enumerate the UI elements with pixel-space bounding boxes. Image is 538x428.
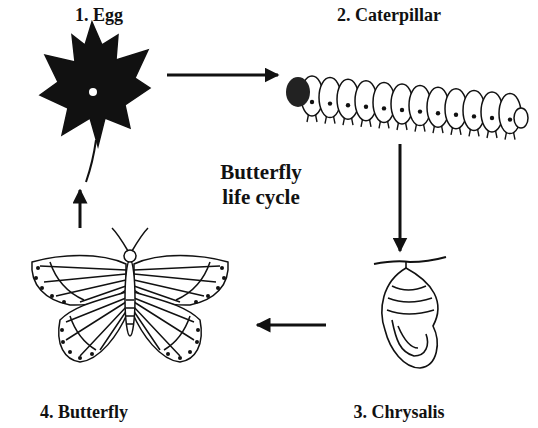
caterpillar-spot: [472, 114, 476, 118]
cycle-arrow: [399, 144, 402, 251]
stage-node: 3. Chrysalis: [330, 255, 468, 423]
caterpillar-spot: [490, 116, 494, 120]
caterpillar-spot: [310, 100, 314, 104]
stage-node: 4. Butterfly: [25, 232, 253, 423]
cycle-arrow: [79, 190, 82, 228]
caterpillar-spot: [328, 101, 332, 105]
stage-label: 3. Chrysalis: [330, 401, 468, 423]
butterfly-wings: [32, 256, 128, 363]
caterpillar: [286, 76, 528, 140]
stage-label: 1. Egg: [35, 4, 163, 26]
caterpillar-spot: [418, 109, 422, 113]
stage-node: 2. Caterpillar: [282, 4, 538, 140]
chrysalis-case: [382, 268, 438, 368]
butterfly-wings-mirror: [132, 256, 228, 363]
cycle-arrow: [257, 324, 326, 327]
caterpillar-spot: [382, 106, 386, 110]
leaf-with-egg: [40, 22, 150, 182]
caterpillar-spot: [436, 111, 440, 115]
wing-spots: [34, 266, 94, 360]
caterpillar-head: [286, 77, 310, 107]
chrysalis: [374, 257, 446, 368]
wing-case: [398, 326, 418, 348]
maple-leaf: [40, 22, 150, 146]
butterfly: [32, 228, 228, 362]
cycle-arrow: [167, 74, 278, 77]
caterpillar-spot: [346, 103, 350, 107]
chrysalis-band: [388, 298, 432, 302]
stage-node: 1. Egg: [35, 4, 163, 186]
diagram-title: Butterfly life cycle: [205, 160, 317, 210]
caterpillar-tail: [514, 108, 528, 128]
caterpillar-spot: [454, 113, 458, 117]
chrysalis-band: [387, 310, 434, 314]
stage-label: 4. Butterfly: [40, 401, 253, 423]
caterpillar-spot: [508, 117, 512, 121]
wing-vein: [40, 266, 127, 356]
stage-label: 2. Caterpillar: [337, 4, 538, 26]
wing-case: [392, 320, 428, 356]
wing-band: [50, 262, 96, 350]
caterpillar-spot: [364, 105, 368, 109]
egg: [89, 88, 97, 96]
butterfly-body: [125, 260, 135, 336]
caterpillar-spot: [400, 108, 404, 112]
butterfly-head: [124, 250, 136, 262]
body-rings: [126, 300, 134, 324]
twig: [374, 257, 446, 264]
leaf-stem: [86, 140, 96, 182]
antenna: [112, 228, 148, 251]
lower-wing: [59, 292, 128, 362]
chrysalis-band: [392, 286, 426, 290]
